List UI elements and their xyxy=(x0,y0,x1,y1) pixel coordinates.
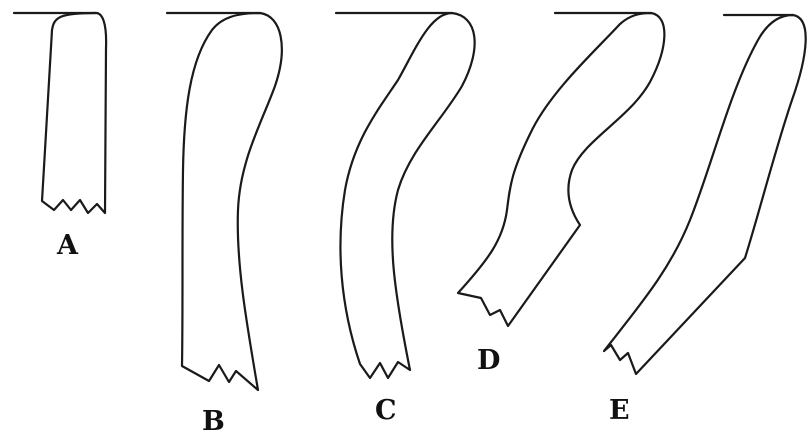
figure-a-outline xyxy=(42,13,106,213)
figure-c-label: C xyxy=(375,397,397,424)
figure-e-outline xyxy=(604,15,806,374)
figure-b-label: B xyxy=(202,408,225,435)
figure-a-strip xyxy=(14,13,106,213)
figure-d-strip xyxy=(458,13,664,326)
figure-c-outline xyxy=(340,13,474,378)
figure-b-outline xyxy=(182,13,282,390)
figure-d-outline xyxy=(458,13,664,326)
figure-b-strip xyxy=(167,13,282,390)
figure-d-label: D xyxy=(477,347,500,374)
figure-a-label: A xyxy=(57,232,78,259)
figure-c-strip xyxy=(336,13,475,378)
figure-e-strip xyxy=(604,15,806,374)
figure-e-label: E xyxy=(609,397,630,424)
